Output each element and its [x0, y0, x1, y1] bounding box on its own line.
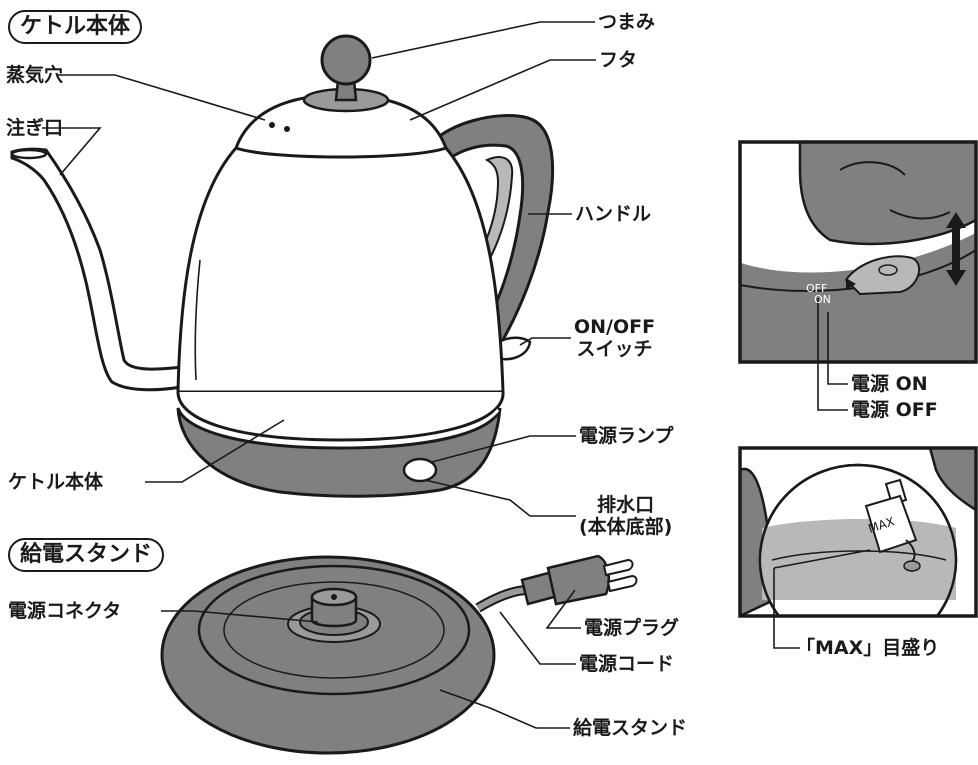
- label-power-cord: 電源コード: [579, 653, 675, 675]
- kettle-body: [176, 146, 505, 498]
- switch-tab: [493, 336, 532, 361]
- power-stand: [160, 555, 496, 755]
- label-drain: 排水口 (本体底部): [579, 494, 672, 538]
- label-steam-vent: 蒸気穴: [6, 64, 64, 86]
- label-knob: つまみ: [598, 11, 656, 33]
- label-power-on: 電源 ON: [851, 373, 928, 395]
- label-max-mark: 「MAX」目盛り: [796, 637, 940, 659]
- marker-on: ON: [814, 293, 831, 306]
- label-power-off: 電源 OFF: [851, 399, 938, 421]
- label-switch-line1: ON/OFF: [574, 316, 656, 338]
- power-lamp-shape: [402, 457, 438, 483]
- leader-lines: [42, 21, 596, 729]
- label-lid: フタ: [599, 49, 638, 71]
- power-cord-and-plug: [475, 554, 638, 613]
- inset-switch: [738, 140, 978, 411]
- kettle-spout: [10, 147, 201, 392]
- label-switch-line2: スイッチ: [576, 338, 653, 360]
- stand-section-title: 給電スタンド: [8, 538, 165, 572]
- label-power-stand: 給電スタンド: [573, 717, 688, 739]
- label-kettle-body: ケトル本体: [8, 471, 104, 493]
- inset-max: [738, 446, 978, 649]
- kettle-section-title: ケトル本体: [8, 10, 143, 44]
- label-power-connector: 電源コネクタ: [8, 600, 122, 622]
- label-power-lamp: 電源ランプ: [579, 425, 674, 447]
- label-handle: ハンドル: [575, 203, 652, 225]
- marker-off: OFF: [806, 282, 828, 295]
- kettle-lid: [234, 34, 448, 159]
- label-drain-line1: 排水口: [597, 494, 655, 516]
- label-drain-line2: (本体底部): [579, 516, 673, 538]
- label-spout: 注ぎ口: [6, 117, 64, 139]
- label-power-plug: 電源プラグ: [584, 617, 680, 639]
- label-switch: ON/OFF スイッチ: [574, 316, 655, 360]
